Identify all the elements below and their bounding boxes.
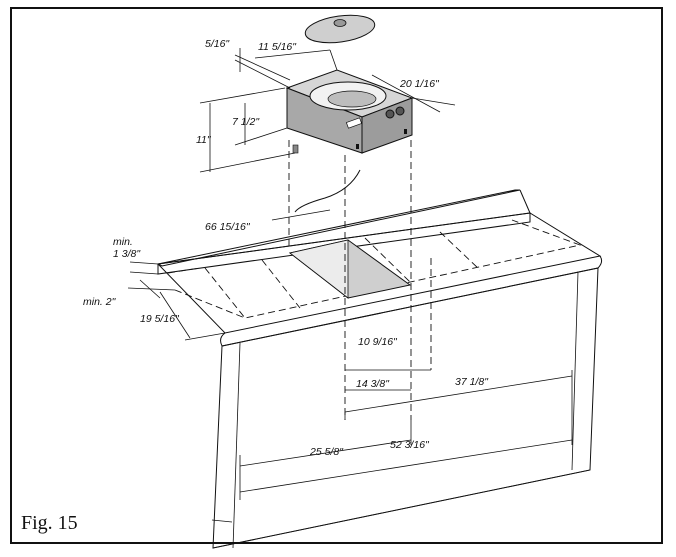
dim-label-unit-height: 11" <box>196 134 212 146</box>
dim-label-backsplash-min: min. <box>113 236 133 248</box>
figure-label: Fig. 15 <box>21 512 78 534</box>
cabinet-right-line <box>571 271 579 471</box>
dim-line-25-5-8 <box>239 439 412 467</box>
cabinet <box>156 189 603 549</box>
backsplash-edge <box>519 189 531 214</box>
backsplash <box>157 212 531 275</box>
dim-label-25-5-8: 25 5/8" <box>309 446 344 458</box>
dim-label-14-3-8: 14 3/8" <box>356 378 390 390</box>
figure-frame <box>10 7 663 544</box>
unit-well-bottom <box>327 90 377 108</box>
dim-label-lid-gap: 5/16" <box>205 38 230 50</box>
cutout-inner-wall <box>289 239 349 299</box>
unit-clip-2 <box>404 129 407 134</box>
counter-dash-3 <box>261 259 301 309</box>
unit-lid <box>304 14 376 44</box>
cabinet-bottom <box>212 469 591 549</box>
power-cord <box>294 169 361 213</box>
lid-knob-icon <box>333 19 347 27</box>
dim-line-unit-width <box>254 49 331 59</box>
dim-line-counter-depth <box>159 291 191 339</box>
counter-dash-2 <box>204 267 246 319</box>
dim-line-backsplash <box>129 261 159 265</box>
unit-indicator <box>345 117 363 129</box>
unit-clip-1 <box>356 144 359 149</box>
cabinet-front <box>212 267 599 549</box>
counter-dash-5 <box>439 231 481 271</box>
dim-label-front-min: min. 2" <box>83 296 117 308</box>
dim-label-cabinet-width: 52 3/16" <box>390 439 430 451</box>
dim-label-well-depth: 7 1/2" <box>232 116 260 128</box>
dim-label-counter-depth: 19 5/16" <box>140 313 180 325</box>
dim-label-backsplash-value: 1 3/8" <box>113 248 141 260</box>
dim-label-unit-width: 11 5/16" <box>258 41 297 53</box>
unit-leg <box>292 144 299 154</box>
dim-line-cord <box>271 209 331 221</box>
counter-dash-front <box>174 219 582 319</box>
dim-line-unit-depth <box>371 74 441 113</box>
control-knob-1 <box>385 109 395 119</box>
warming-unit <box>285 14 414 213</box>
dim-line-37-1-8 <box>344 375 573 413</box>
dim-label-unit-depth: 20 1/16" <box>399 78 440 90</box>
cabinet-left-line <box>232 342 241 549</box>
dim-label-cutout-width: 10 9/16" <box>358 336 398 348</box>
dim-line-front-min <box>127 287 176 291</box>
dim-line-cabinet-width <box>239 439 573 493</box>
control-knob-2 <box>395 106 405 116</box>
cabinet-plinth <box>211 519 233 523</box>
dim-line-lid-gap <box>234 54 291 81</box>
dim-label-37-1-8: 37 1/8" <box>455 376 489 388</box>
counter-dash-1 <box>167 267 201 274</box>
dim-label-cord: 66 15/16" <box>205 221 251 233</box>
